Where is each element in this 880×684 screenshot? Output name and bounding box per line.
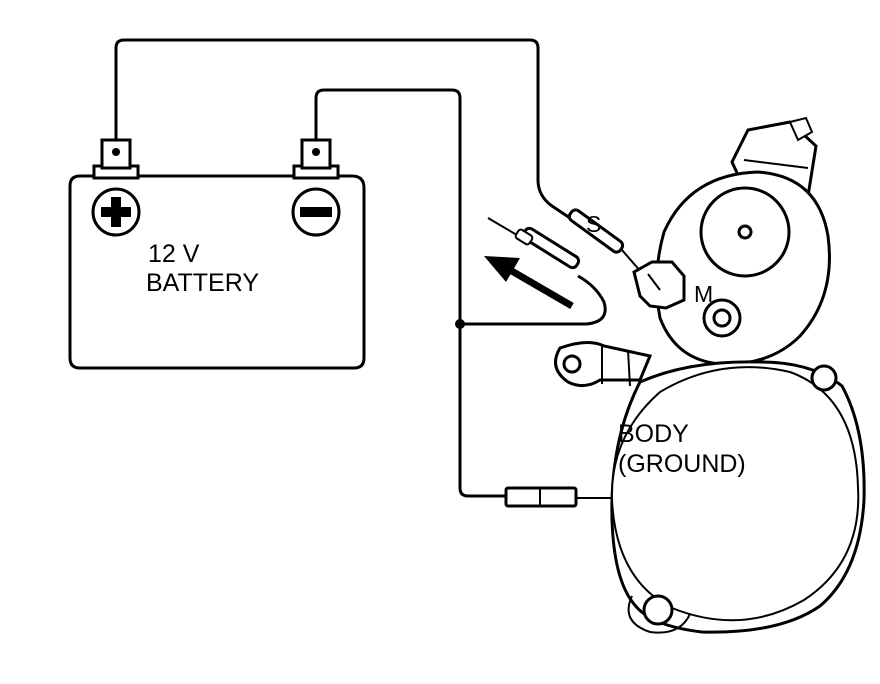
s-probe-connector [567, 208, 625, 254]
wires [114, 38, 649, 499]
m-terminal-label: M [694, 281, 713, 307]
test-lead-wire [460, 274, 607, 326]
ground-probe-connector [504, 486, 578, 508]
battery-voltage-label: 12 V [148, 240, 200, 268]
direction-arrow-icon [484, 256, 574, 310]
body-label: BODY [618, 420, 689, 448]
minus-icon [291, 187, 341, 237]
solenoid-housing [655, 170, 831, 366]
negative-post [292, 138, 340, 180]
battery-case [68, 174, 366, 370]
s-terminal [632, 260, 686, 310]
plus-icon [91, 187, 141, 237]
negative-wire [314, 88, 508, 498]
positive-wire [114, 38, 571, 220]
test-probe [487, 217, 581, 270]
m-terminal-lug [554, 341, 653, 387]
positive-post [92, 138, 140, 180]
wire-junction [455, 319, 465, 329]
gear-housing [610, 360, 866, 634]
s-terminal-label: S [586, 211, 601, 237]
starter-motor [554, 116, 866, 634]
battery-name-label: BATTERY [146, 269, 259, 297]
ground-label: (GROUND) [618, 450, 746, 478]
battery: 12 V BATTERY [68, 138, 366, 370]
